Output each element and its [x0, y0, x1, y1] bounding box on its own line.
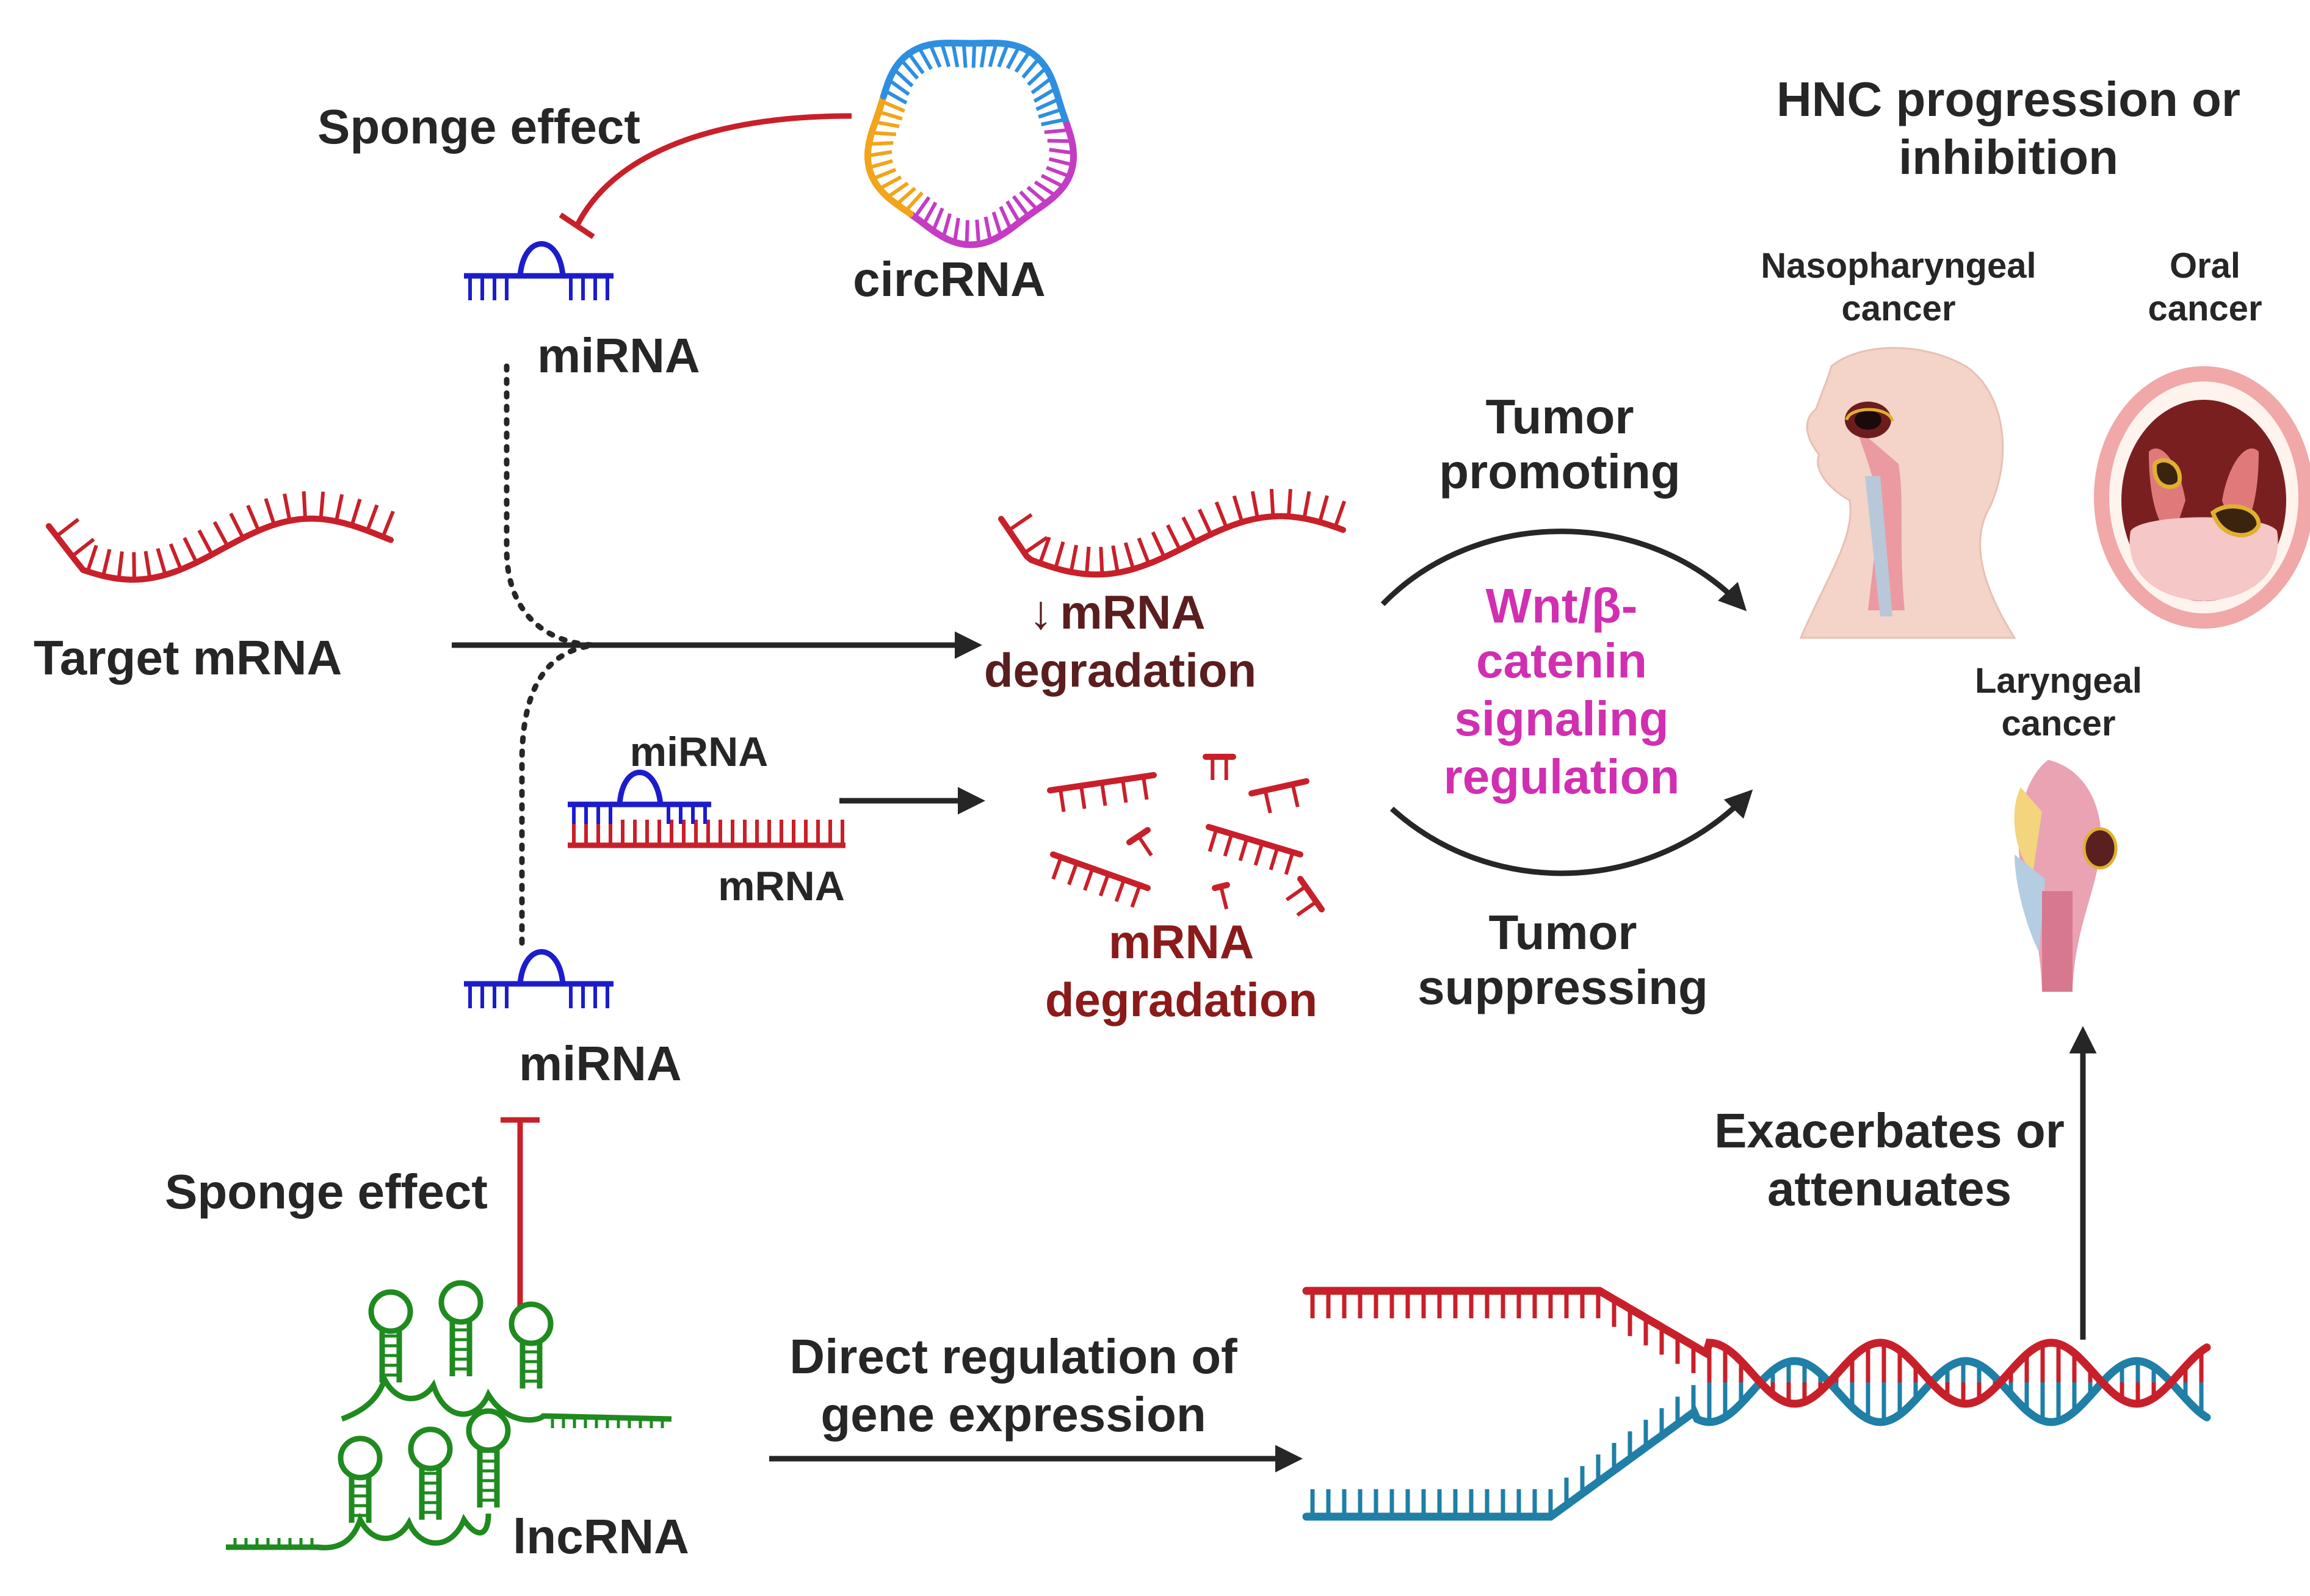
nasopharyngeal-head-icon	[1799, 347, 2016, 639]
target-mrna-icon	[46, 491, 395, 583]
exacerbates-line2: attenuates	[1767, 1161, 2011, 1216]
laryn-label-line1: Laryngeal	[1975, 661, 2142, 701]
hnc-title-line1: HNC progression or	[1776, 72, 2240, 126]
tumor-promoting-line1: Tumor	[1486, 389, 1634, 444]
lncrna-label: lncRNA	[513, 1509, 689, 1564]
laryn-label-line2: cancer	[2001, 704, 2115, 743]
mrna-fragments-icon	[1047, 754, 1325, 917]
mrna-degradation-line1: mRNA	[1109, 915, 1254, 969]
exacerbates-line1: Exacerbates or	[1714, 1103, 2065, 1158]
wnt-line4: regulation	[1444, 749, 1680, 804]
arc-arrow-promoting	[1380, 529, 1747, 612]
degradation-label-1: degradation	[984, 643, 1256, 697]
hnc-title-line2: inhibition	[1899, 130, 2118, 184]
tumor-suppressing-line2: suppressing	[1418, 960, 1708, 1014]
sponge-inhibit-bottom-icon	[501, 1117, 540, 1306]
complex-mirna-label: miRNA	[630, 729, 769, 775]
complex-mrna-label: mRNA	[718, 863, 845, 909]
dotted-path-top	[504, 363, 598, 648]
lncrna-icon	[226, 1280, 672, 1551]
naso-label-line1: Nasopharyngeal	[1761, 246, 2036, 286]
circrna-label: circRNA	[853, 252, 1046, 306]
direct-regulation-line2: gene expression	[820, 1387, 1206, 1442]
circrna-icon	[864, 39, 1077, 248]
tumor-suppressing-line1: Tumor	[1489, 905, 1637, 959]
naso-label-line2: cancer	[1841, 289, 1955, 328]
mirna-bottom-label: miRNA	[519, 1036, 682, 1091]
sponge-effect-bottom-label: Sponge effect	[165, 1165, 488, 1219]
mrna-decrease-label: ↓mRNA	[1029, 585, 1205, 639]
mirna-top-icon	[464, 241, 614, 300]
wnt-line3: signaling	[1454, 691, 1668, 746]
dna-helix-icon	[1302, 1287, 2211, 1521]
mrna-decrease-icon	[998, 489, 1347, 578]
sponge-effect-top-label: Sponge effect	[317, 99, 640, 154]
arc-arrow-suppressing	[1389, 789, 1753, 876]
wnt-line1: Wnt/β-	[1486, 579, 1638, 633]
dotted-path-bottom	[519, 642, 598, 946]
laryngeal-icon	[2014, 760, 2118, 992]
mirna-bottom-icon	[464, 949, 614, 1008]
oral-label-line1: Oral	[2170, 246, 2240, 286]
target-mrna-label: Target mRNA	[34, 630, 342, 685]
sponge-inhibit-top-icon	[559, 113, 852, 239]
direct-regulation-line1: Direct regulation of	[789, 1329, 1237, 1384]
wnt-line2: catenin	[1476, 634, 1647, 688]
tumor-promoting-line2: promoting	[1439, 444, 1680, 499]
oral-label-line2: cancer	[2148, 289, 2262, 328]
oral-cancer-mouth-icon	[2094, 366, 2310, 629]
mrna-degradation-line2: degradation	[1045, 973, 1317, 1027]
mirna-top-label: miRNA	[537, 328, 700, 383]
mirna-mrna-complex-icon	[568, 770, 845, 848]
